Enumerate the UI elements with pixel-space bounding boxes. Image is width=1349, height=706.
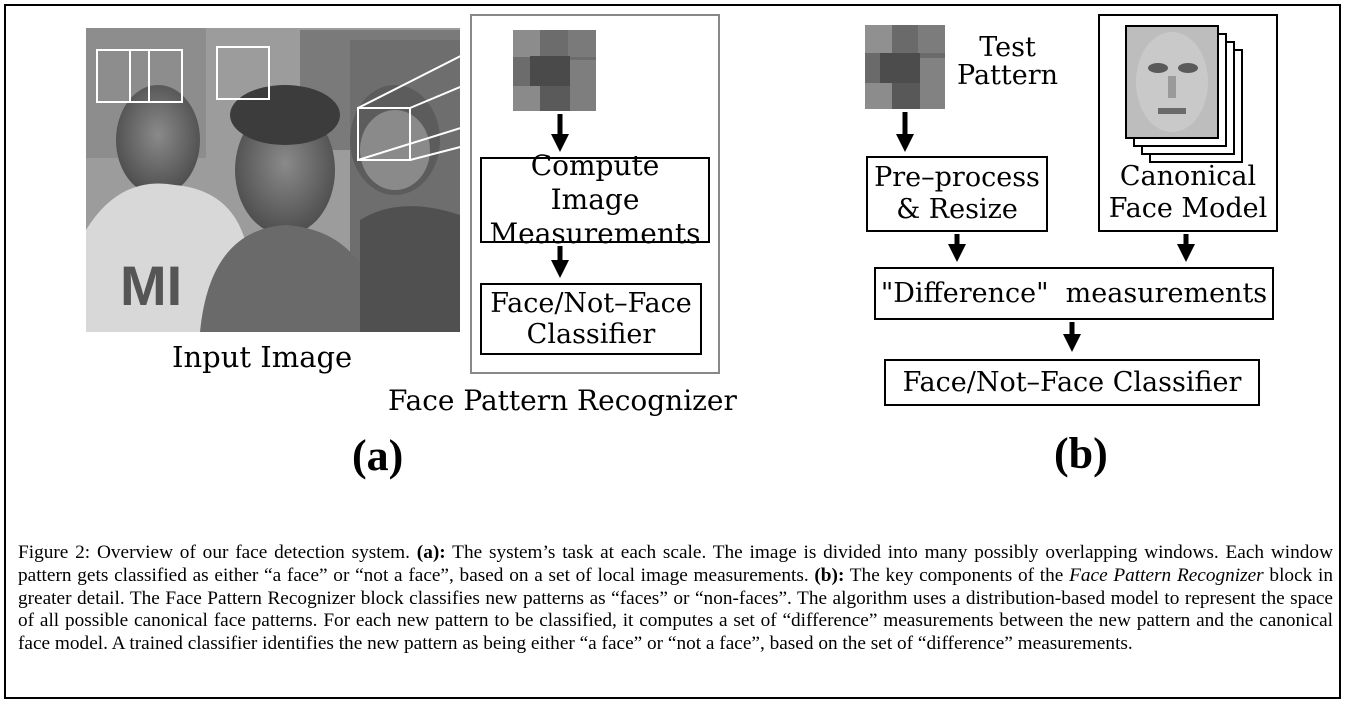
panel-a-label: (a)	[352, 431, 404, 480]
caption-a-label: (a):	[416, 542, 446, 563]
test-pattern-label: Test Pattern	[957, 32, 1059, 91]
caption-b-label: (b):	[814, 564, 845, 586]
compute-measurements-box: Compute Image Measurements	[480, 149, 710, 250]
svg-text:MI: MI	[120, 254, 182, 317]
figure-number: Figure 2:	[18, 542, 91, 563]
recognizer-caption: Face Pattern Recognizer	[388, 384, 737, 417]
recognizer-outline	[470, 14, 720, 374]
difference-measurements-box: "Difference" measurements	[874, 267, 1274, 320]
panel-b-label: (b)	[1054, 429, 1108, 478]
caption-rest: block in greater detail. The Face Patter…	[18, 564, 1334, 655]
input-image-label: Input Image	[172, 340, 353, 374]
preprocess-box: Pre–process & Resize	[866, 156, 1048, 232]
canonical-face-label: Canonical Face Model	[1108, 161, 1268, 224]
face-classifier-box-a: Face/Not–Face Classifier	[480, 283, 702, 355]
face-classifier-box-b: Face/Not–Face Classifier	[884, 359, 1260, 406]
caption-italic-term: Face Pattern Recognizer	[1069, 564, 1264, 586]
canonical-model-outline	[1098, 14, 1278, 232]
caption-b-text: The key components of the	[844, 564, 1070, 586]
figure-frame	[4, 4, 1341, 699]
caption-a-text: The system’s task at each scale. The ima…	[18, 542, 1333, 586]
caption-intro: Overview of our face detection system.	[90, 542, 417, 563]
figure-caption: Figure 2: Overview of our face detection…	[18, 542, 1333, 656]
